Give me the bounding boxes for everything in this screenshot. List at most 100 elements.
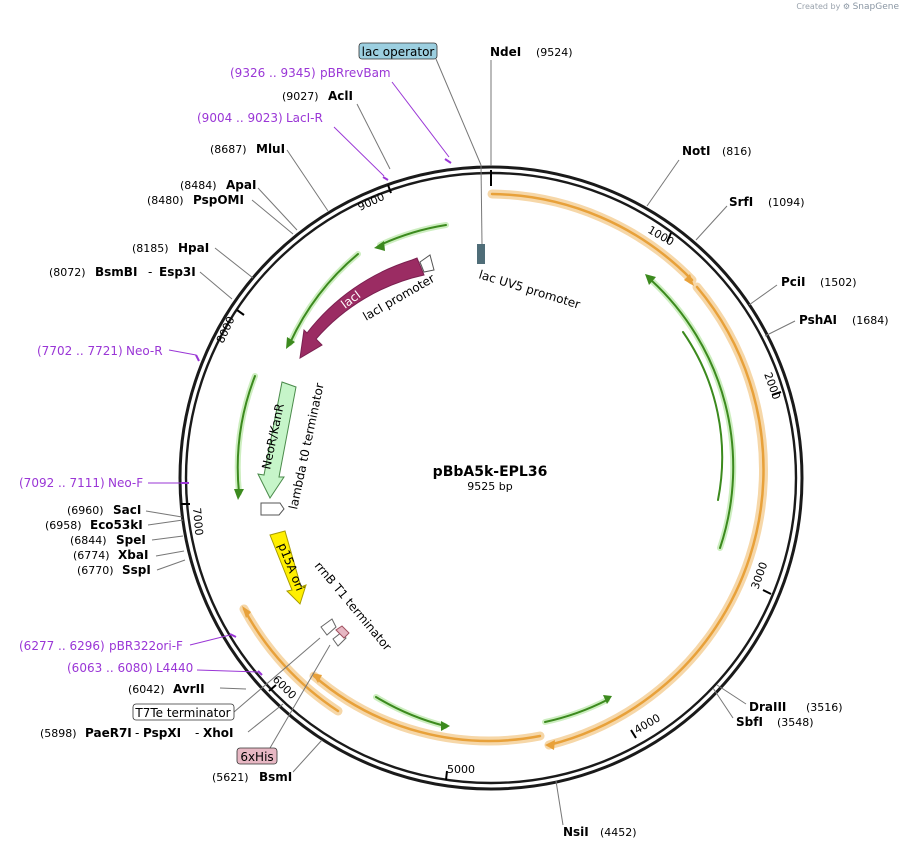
leader-acli (356, 103, 391, 170)
site-avrii-name: AvrII (173, 682, 205, 696)
inner-orf-2-arrowhead (286, 337, 295, 349)
inner-orf-3-arrowhead (234, 489, 244, 500)
orf-4-arrowhead (242, 606, 251, 618)
leader-pbrrevbam (391, 81, 450, 158)
site-pcii-name: PciI (781, 275, 806, 289)
tick-8000 (236, 309, 245, 316)
leader-sspi (156, 559, 186, 571)
inner-orf-4 (650, 279, 735, 549)
his-tag-box (236, 747, 278, 765)
site-paer7i-name: PaeR7I (85, 726, 132, 740)
site-paer7i-sep-1: - (135, 726, 139, 740)
leader-lac-operator (435, 58, 482, 166)
leader-t7te (233, 637, 321, 713)
inner-orf-2 (289, 253, 359, 344)
site-ndei-name: NdeI (490, 45, 521, 59)
leader-his (269, 644, 331, 749)
site-mlui-name: MluI (256, 142, 285, 156)
primer-pbrrevbam-range: (9326 .. 9345) (230, 66, 316, 80)
p15a-ori-arrow (269, 530, 307, 605)
leader-draiii (716, 684, 747, 705)
inner-orf-1-arrowhead (374, 241, 385, 251)
site-apai-pos: (8484) (180, 179, 217, 192)
site-xbai-pos: (6774) (73, 549, 110, 562)
orf-bands (239, 189, 769, 750)
tick-6000 (268, 684, 277, 692)
site-avrii-pos: (6042) (128, 683, 165, 696)
leader-pcii (748, 284, 778, 306)
primer-neo-f-range: (7092 .. 7111) (19, 476, 105, 490)
inner-orf-arrowheads (234, 241, 656, 731)
site-eco53ki-pos: (6958) (45, 519, 82, 532)
inner-orf-6-arrowhead (603, 695, 612, 704)
site-pspxi-name: PspXI (143, 726, 181, 740)
site-pcii-pos: (1502) (820, 276, 857, 289)
site-bsmi-name: BsmI (259, 770, 292, 784)
primer-pbr322ori-f-range: (6277 .. 6296) (19, 639, 105, 653)
primer-l4440-range: (6063 .. 6080) (67, 661, 153, 675)
site-nsii-name: NsiI (563, 825, 589, 839)
credit-prefix: Created by (796, 2, 841, 11)
leader-apai (257, 187, 298, 231)
site-paer7i-pos: (5898) (40, 727, 77, 740)
primer-neo-r-name: Neo-R (126, 344, 163, 358)
leader-pspomi (251, 199, 294, 235)
site-draiii-name: DraIII (749, 700, 786, 714)
tick-label-2000: 2000 (761, 371, 783, 402)
t7te-terminator-box (132, 703, 235, 721)
leader-neo-r (168, 349, 197, 356)
primer-marker-neo-r (195, 354, 200, 362)
leader-xbai (155, 550, 185, 557)
primer-neo-f-name: Neo-F (108, 476, 143, 490)
orf-2-arrowhead (545, 740, 555, 750)
inner-orf-4-arrowhead (645, 274, 656, 285)
site-apai-name: ApaI (226, 178, 256, 192)
his-tag-feature (335, 625, 350, 639)
p15a-ori-label: p15A ori (275, 541, 307, 593)
tick-label-3000: 3000 (749, 560, 771, 591)
site-xhoi-name: XhoI (203, 726, 234, 740)
leader-avrii (219, 687, 247, 690)
site-bsmbi-sep: - (148, 265, 152, 279)
leader-srfi (695, 205, 728, 241)
plasmid-length: 9525 bp (467, 480, 512, 493)
site-pspomi-pos: (8480) (147, 194, 184, 207)
site-nsii-pos: (4452) (600, 826, 637, 839)
tick-5000 (445, 770, 448, 781)
site-bsmbi-pos: (8072) (49, 266, 86, 279)
inner-orf-7 (375, 696, 446, 727)
orf-3-glow (309, 671, 545, 746)
backbone-outer (178, 165, 804, 791)
site-leaders (145, 58, 796, 826)
tick-label-7000: 7000 (190, 507, 205, 536)
site-srfi-name: SrfI (729, 195, 753, 209)
orf-3-band (312, 674, 542, 743)
site-paer7i-sep-2: - (195, 726, 199, 740)
inner-orf-6 (544, 699, 608, 723)
inner-orf-3 (236, 375, 256, 494)
laci-promoter-arrow (419, 254, 435, 273)
inner-orf-7-arrowhead (441, 721, 450, 731)
leader-laci-r (333, 126, 385, 177)
site-draiii-pos: (3516) (806, 701, 843, 714)
leader-sbfi (712, 687, 734, 719)
site-noti-pos: (816) (722, 145, 752, 158)
neor-kanr-arrow (257, 381, 297, 499)
orf-1-band (490, 192, 694, 282)
leader-paer7i (247, 703, 284, 733)
site-sspi-pos: (6770) (77, 564, 114, 577)
lac-operator-box (358, 42, 438, 60)
orf-arrowheads (242, 274, 694, 750)
leader-l4440 (196, 669, 260, 673)
inner-orf-5 (682, 331, 724, 501)
plasmid-name: pBbA5k-EPL36 (433, 464, 548, 480)
rrnb-t1-terminator-label: rrnB T1 terminator (312, 559, 395, 654)
site-bsmbi-name: BsmBI (95, 265, 137, 279)
leader-pbr322ori-f (189, 634, 231, 646)
lac-operator-label: lac operator (362, 45, 435, 59)
leader-bsmbi (199, 271, 233, 300)
site-ndei-pos: (9524) (536, 46, 573, 59)
site-pshai-pos: (1684) (852, 314, 889, 327)
orf-3-arrowhead (312, 673, 322, 683)
